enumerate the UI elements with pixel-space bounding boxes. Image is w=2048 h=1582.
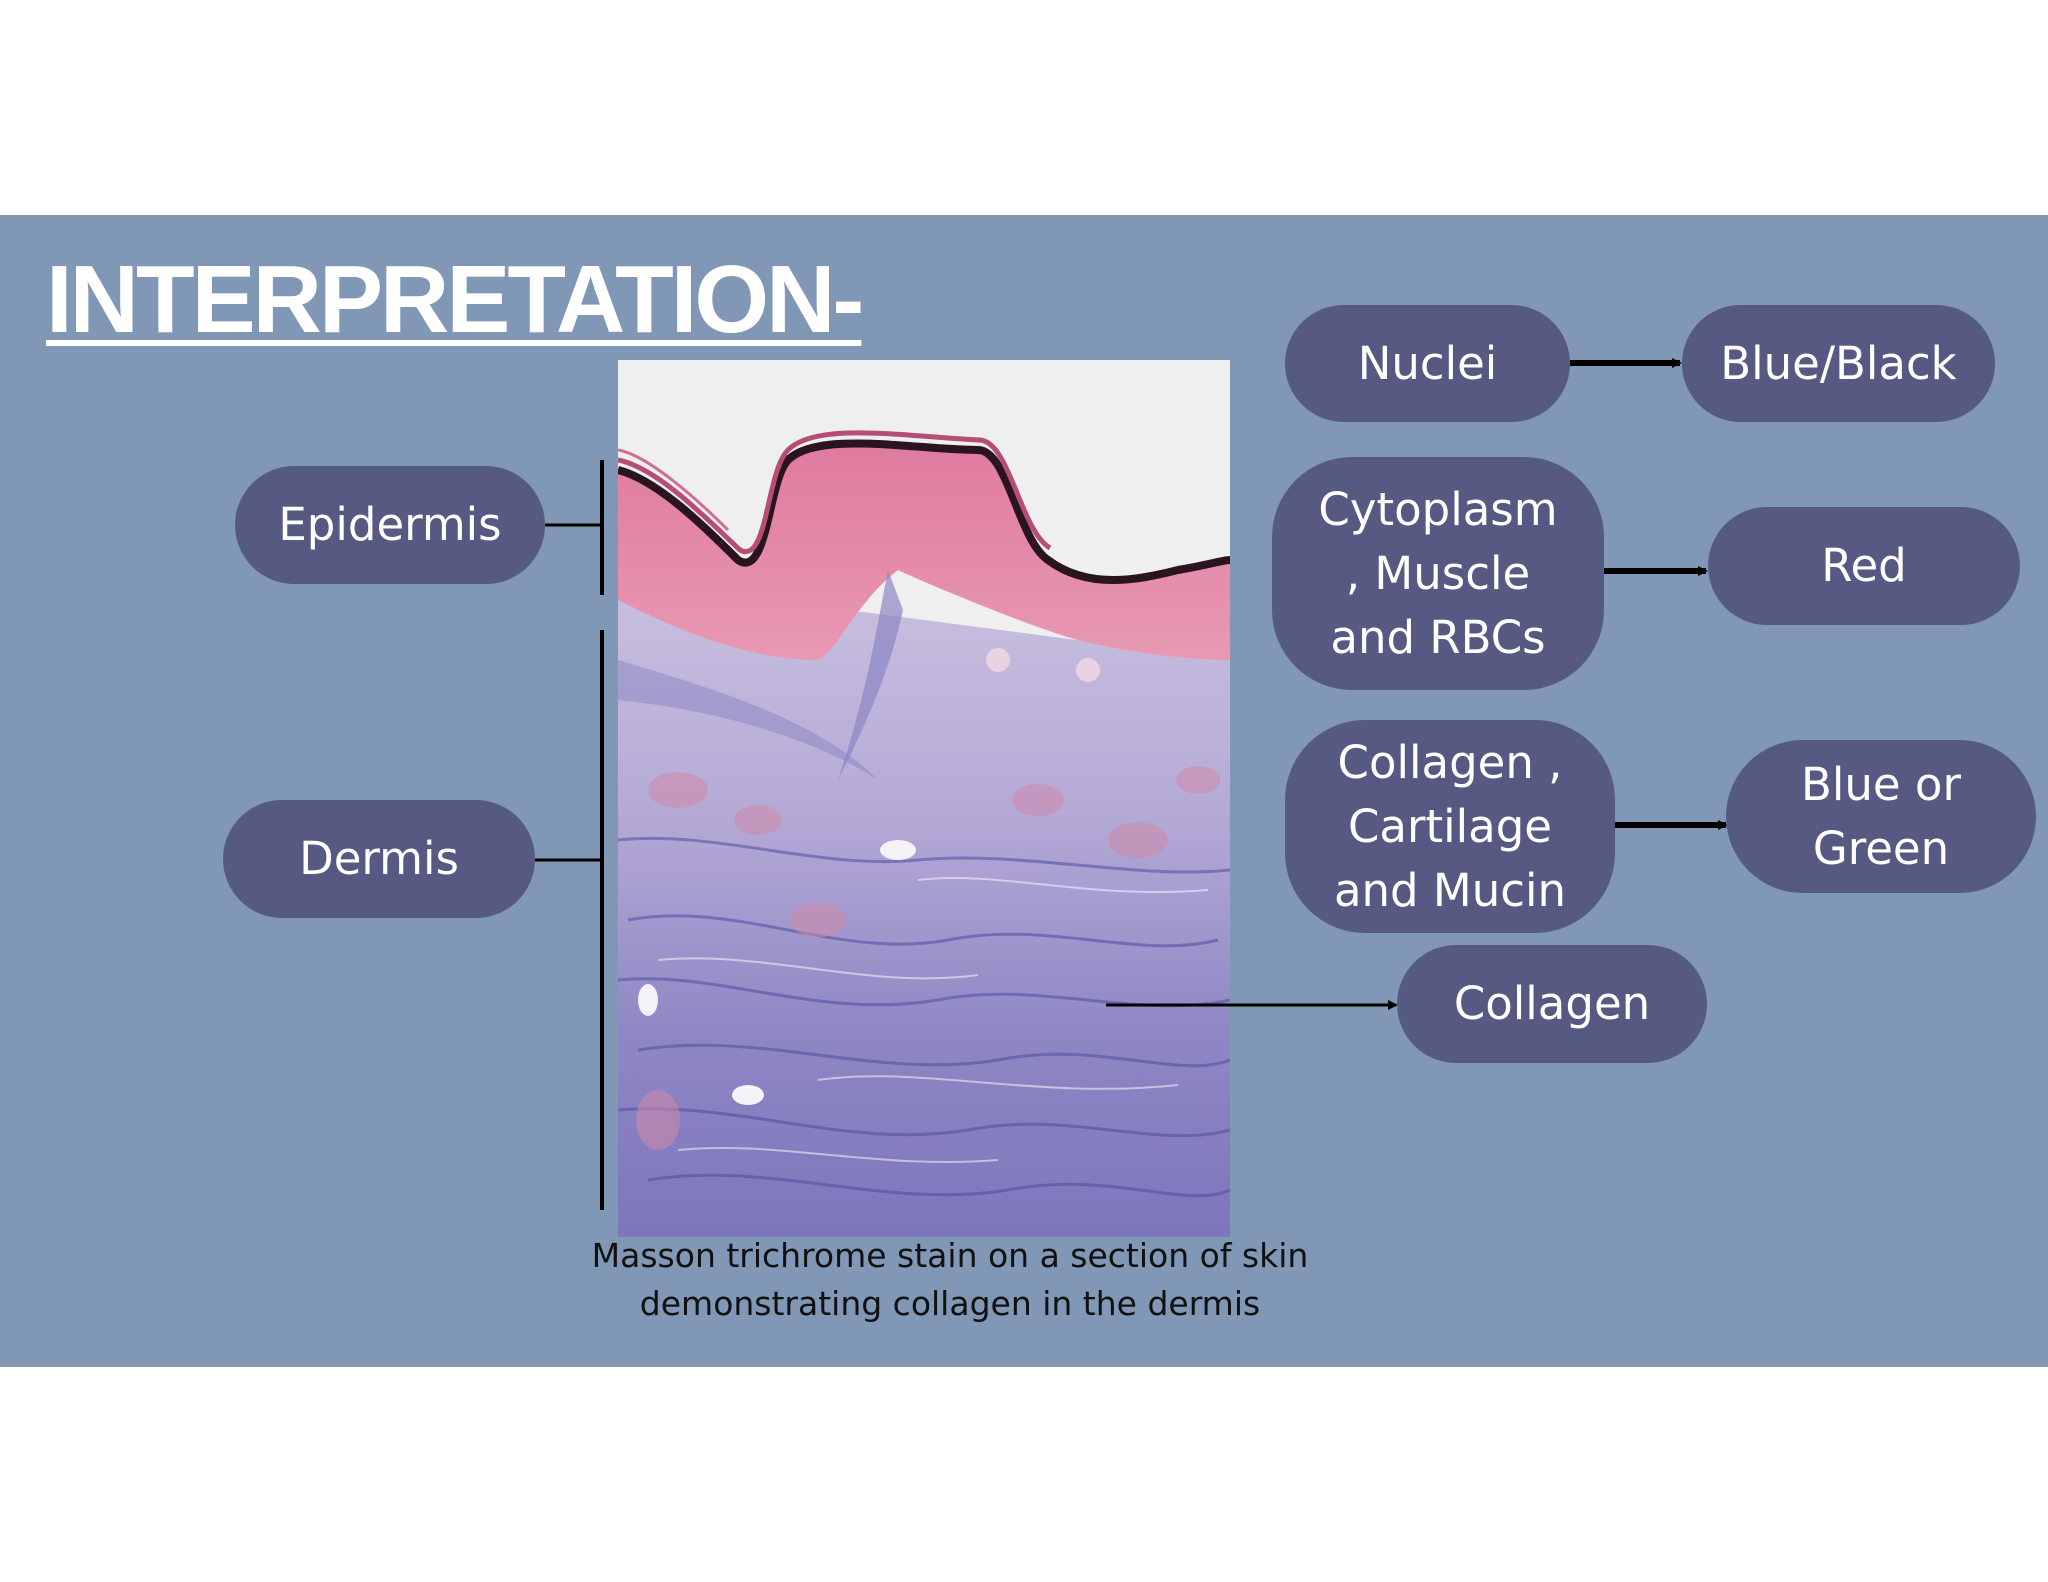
collagen-pointer-label: Collagen [1397,945,1707,1063]
image-caption: Masson trichrome stain on a section of s… [591,1236,1309,1323]
stain-component-nuclei: Nuclei [1285,305,1570,422]
epidermis-label: Epidermis [235,466,545,584]
page-title: INTERPRETATION- [46,246,864,353]
dermis-label: Dermis [223,800,535,918]
stain-color-nuclei: Blue/Black [1682,305,1995,422]
stain-color-collagen: Blue or Green [1726,740,2036,893]
micrograph-image [618,360,1230,1237]
stain-component-cytoplasm: Cytoplasm , Muscle and RBCs [1272,457,1604,690]
stain-component-collagen: Collagen , Cartilage and Mucin [1285,720,1615,933]
stain-color-cytoplasm: Red [1708,507,2020,625]
